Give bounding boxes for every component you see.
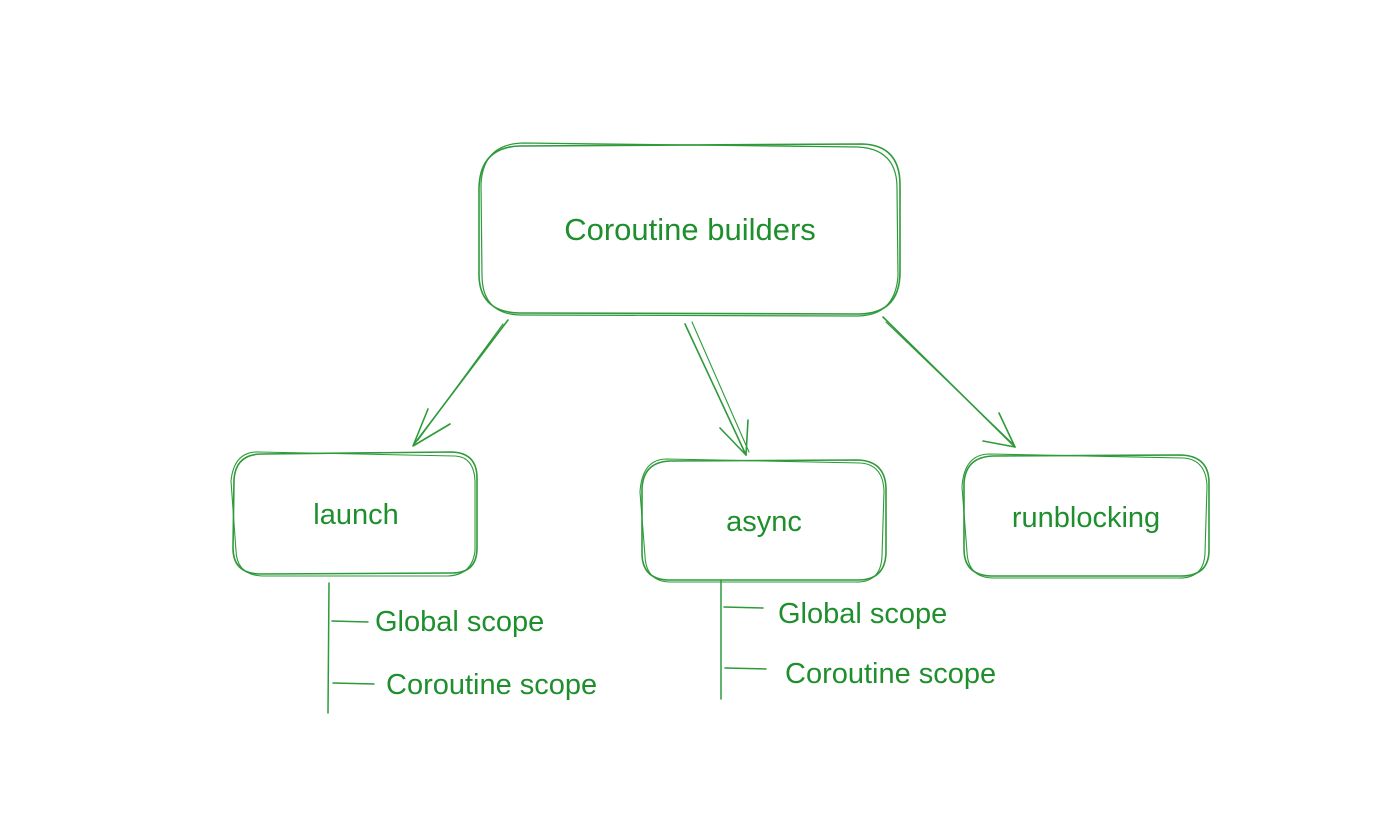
launch-scope-item-coroutine: Coroutine scope (386, 669, 597, 701)
root-node-label: Coroutine builders (564, 212, 816, 247)
launch-scope-branch (331, 620, 369, 623)
root-node[interactable]: Coroutine builders (478, 142, 901, 317)
runblocking-node-label: runblocking (1012, 502, 1160, 534)
async-scope-item-coroutine: Coroutine scope (785, 658, 996, 690)
launch-node-box-sketch (230, 451, 476, 577)
arrow-to-launch (412, 319, 509, 447)
async-node-box (641, 459, 887, 581)
async-node[interactable]: async (639, 458, 887, 583)
root-node-box (478, 143, 901, 315)
root-node-box-sketch (480, 142, 899, 317)
async-node-label: async (726, 506, 802, 538)
async-scope-branch (723, 606, 764, 609)
launch-scope-branch (332, 682, 375, 685)
launch-scope-list: Global scope Coroutine scope (327, 582, 597, 714)
async-node-box-sketch (639, 458, 885, 583)
runblocking-node-box-sketch (961, 453, 1208, 579)
launch-node-label: launch (313, 499, 398, 531)
async-scope-item-global: Global scope (778, 598, 947, 630)
launch-node[interactable]: launch (230, 451, 478, 577)
runblocking-node[interactable]: runblocking (961, 453, 1210, 579)
launch-node-box (232, 451, 478, 575)
async-scope-list: Global scope Coroutine scope (720, 579, 996, 700)
runblocking-node-box (963, 454, 1210, 577)
arrow-to-async (684, 321, 750, 456)
launch-scope-trunk (327, 582, 330, 714)
launch-scope-item-global: Global scope (375, 606, 544, 638)
async-scope-branch (724, 667, 767, 670)
arrow-to-runblocking (882, 316, 1016, 448)
